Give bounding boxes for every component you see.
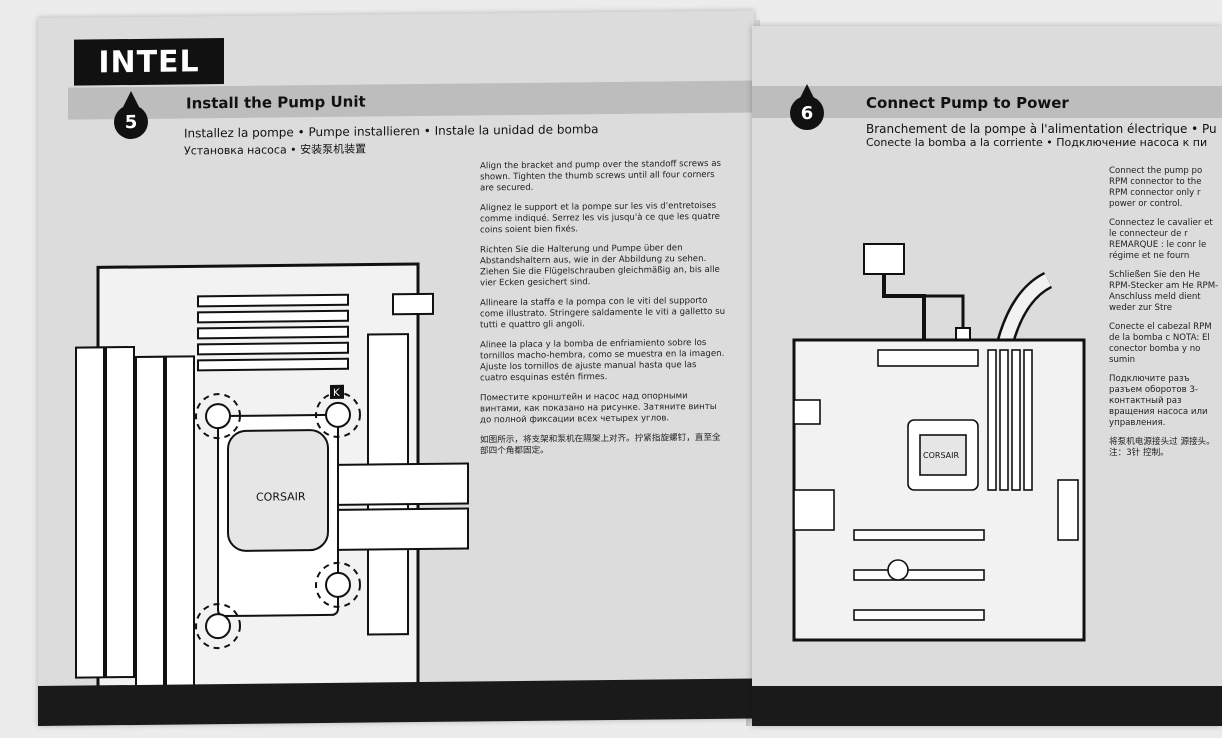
instruction-de: Schließen Sie den He RPM-Stecker am He R…: [1109, 270, 1219, 313]
step-subtitle-line-2: Установка насоса • 安装泵机装置: [184, 142, 367, 158]
instruction-es: Conecte el cabezal RPM de la bomba c NOT…: [1109, 322, 1212, 365]
pump-brand-label: CORSAIR: [923, 451, 960, 460]
instruction-it: Allineare la staffa e la pompa con le vi…: [480, 295, 726, 331]
step-subtitle-line-2: Conecte la bomba a la corriente • Подклю…: [866, 136, 1208, 149]
right-page: 6 Connect Pump to Power Branchement de l…: [752, 26, 1222, 726]
instruction-fr: Connectez le cavalier et le connecteur d…: [1109, 218, 1213, 261]
page-footer-bar: [38, 678, 754, 726]
instruction-text-block: Align the bracket and pump over the stan…: [480, 159, 726, 467]
pump-power-illustration: CORSAIR: [792, 243, 1086, 642]
instruction-zh: 将泵机电源接头过 源接头。注：3针 控制。: [1109, 437, 1215, 458]
instruction-fr: Alignez le support et la pompe sur les v…: [480, 200, 720, 236]
callout-label: K: [333, 388, 340, 399]
step-header-band: [752, 86, 1222, 118]
instruction-de: Richten Sie die Halterung und Pumpe über…: [480, 243, 720, 289]
step-number-badge: 5: [114, 104, 148, 140]
step-header-band: [68, 80, 758, 120]
instruction-en: Connect the pump po RPM connector to the…: [1109, 166, 1203, 209]
left-page: INTEL 5 Install the Pump Unit Installez …: [38, 10, 758, 727]
step-title: Install the Pump Unit: [186, 92, 366, 113]
pump-install-illustration: CORSAIR K: [75, 262, 469, 709]
step-subtitle-line-1: Installez la pompe • Pumpe installieren …: [184, 122, 599, 141]
instruction-es: Alinee la placa y la bomba de enfriamien…: [480, 338, 725, 384]
step-title: Connect Pump to Power: [866, 94, 1069, 112]
step-subtitle-line-1: Branchement de la pompe à l'alimentation…: [866, 122, 1217, 136]
instruction-en: Align the bracket and pump over the stan…: [480, 158, 721, 194]
instruction-text-block: Connect the pump po RPM connector to the…: [1109, 166, 1219, 467]
pump-brand-label: CORSAIR: [256, 490, 306, 504]
water-drop-icon: [798, 84, 816, 102]
instruction-ru: Подключите разъ разъем оборотов 3-контак…: [1109, 374, 1208, 428]
page-footer-bar: [752, 686, 1222, 726]
brand-tab: INTEL: [74, 38, 224, 86]
instruction-zh: 如图所示，将支架和泵机在隔架上对齐。拧紧指旋螺钉，直至全部四个角都固定。: [480, 432, 721, 457]
instruction-ru: Поместите кронштейн и насос над опорными…: [480, 391, 717, 426]
water-drop-icon: [122, 90, 140, 110]
